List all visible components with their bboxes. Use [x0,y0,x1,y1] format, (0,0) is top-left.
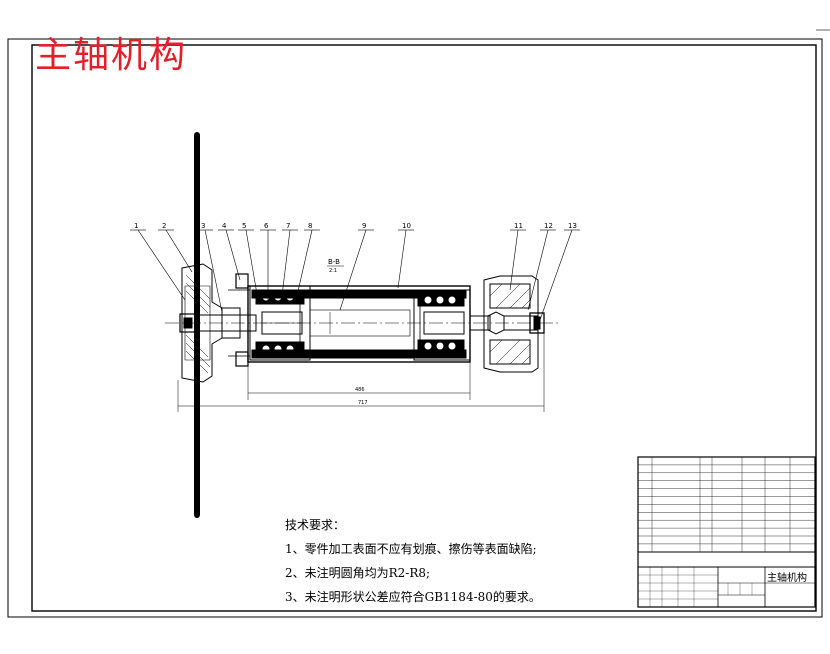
note-item-2: 2、未注明圆角均为R2-R8; [285,566,431,580]
propeller-blade [194,132,200,518]
callout-leader [165,229,193,273]
callout-leader [295,229,313,301]
note-item-3: 3、未注明形状公差应符合GB1184-80的要求。 [285,590,541,604]
callout-leader [527,229,549,311]
right-shaft [469,311,545,335]
section-label: B-B [328,258,340,266]
callout-leader [397,229,407,289]
drawing-title-red: 主轴机构 [35,35,188,76]
callout-number: 8 [308,222,312,230]
notes-heading: 技术要求： [285,518,346,532]
callout-number: 4 [222,222,227,230]
pulley [483,275,539,373]
shaft [195,273,257,367]
callout-leader [509,229,519,291]
callout-leader [281,229,291,297]
technical-requirements: 技术要求： 1、零件加工表面不应有划痕、擦伤等表面缺陷; 2、未注明圆角均为R2… [285,513,541,609]
svg-text:2:1: 2:1 [329,268,337,274]
title-block [637,456,816,608]
callout-leader [339,229,367,311]
callout-number: 11 [514,222,523,230]
callout-number: 2 [162,222,166,230]
callout-number: 9 [362,222,366,230]
callout-leader [204,229,223,313]
callout-leader [539,229,573,321]
callout-number: 13 [568,222,577,230]
inner-frame [31,44,817,612]
callout-leader [137,229,186,301]
callout-number: 12 [544,222,553,230]
callout-number: 6 [264,222,269,230]
callout-number: 10 [402,222,411,230]
callout-number: 1 [134,222,138,230]
callout-number: 7 [286,222,290,230]
dimension-lines: 486 717 [177,333,545,412]
callout-number: 5 [242,222,246,230]
note-item-1: 1、零件加工表面不应有划痕、擦伤等表面缺陷; [285,542,537,556]
callout-leader [245,229,259,301]
callout-number: 3 [201,222,205,230]
svg-text:486: 486 [355,387,365,393]
callout-leader [225,229,241,281]
right-bearings [413,289,471,361]
outer-frame [7,38,823,618]
svg-text:717: 717 [358,400,368,406]
title-block-name: 主轴机构 [767,573,807,584]
